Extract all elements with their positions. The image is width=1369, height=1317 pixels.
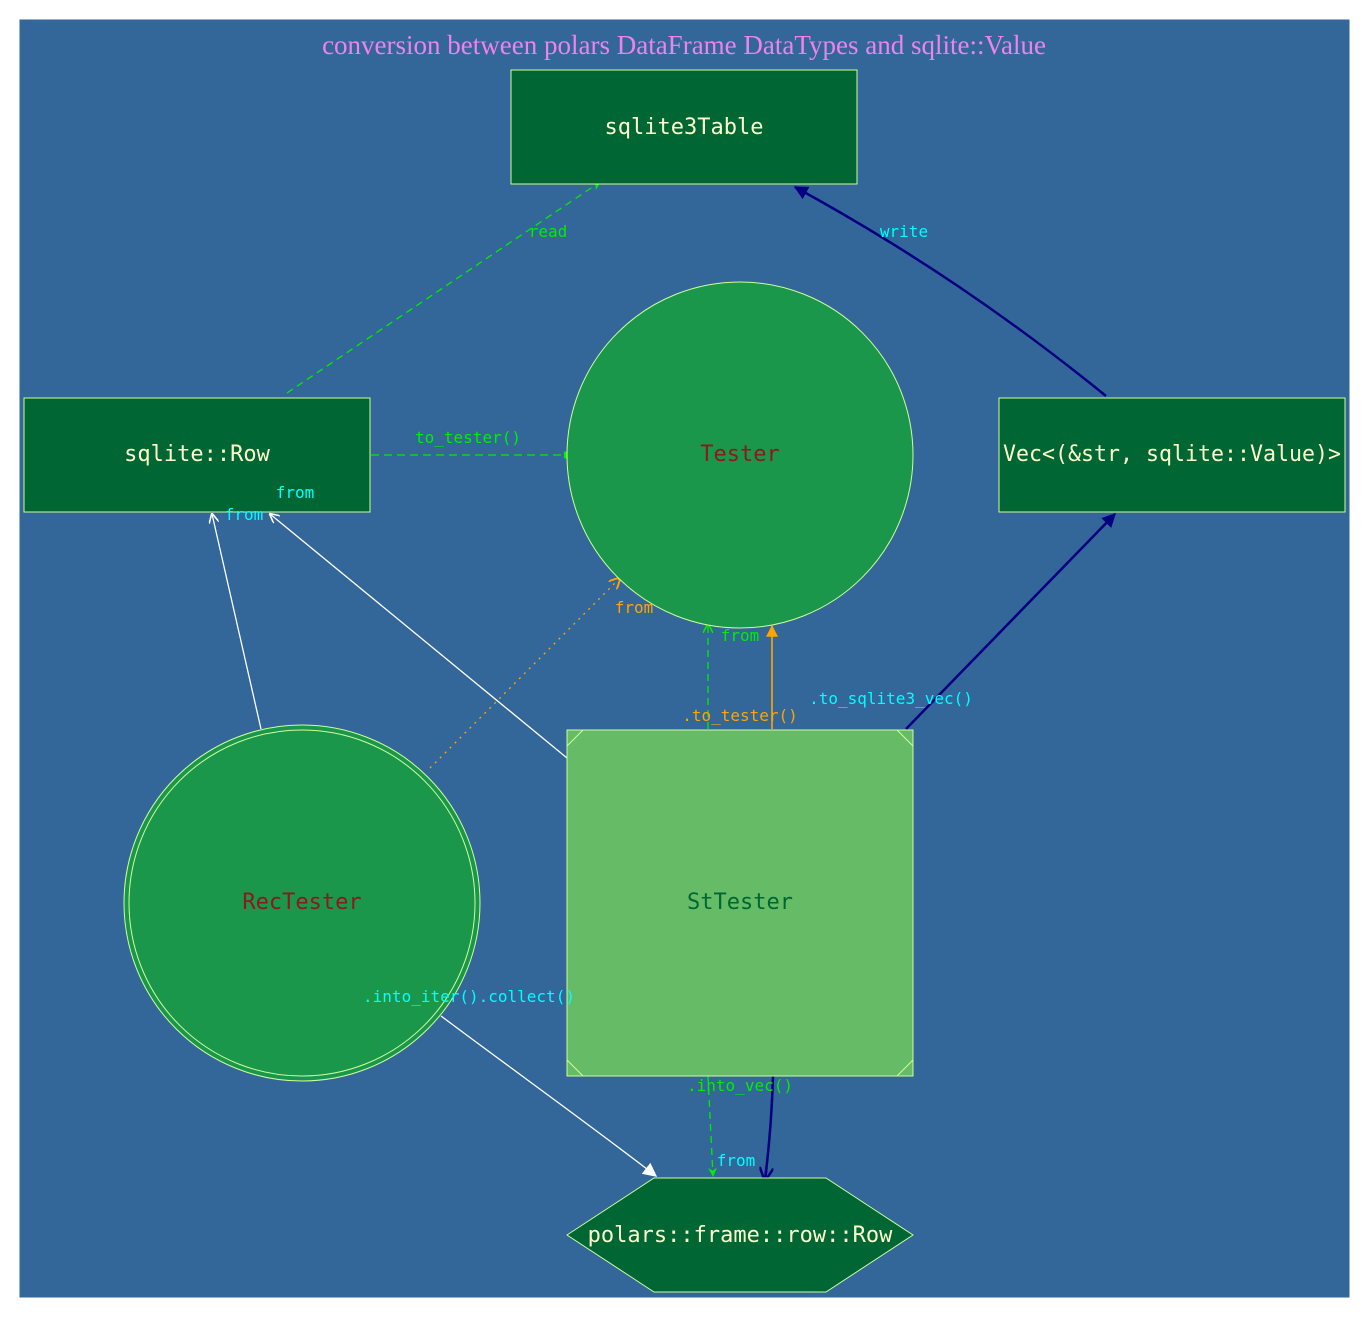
edge-label-read: read [529,222,568,241]
edge-label-from-tester-green: from [721,626,760,645]
edge-rectester-to-tester [429,578,620,769]
node-sttester-corner-marks [566,729,914,1077]
node-rectester[interactable]: RecTester [123,724,481,1082]
node-sqlite-row-label: sqlite::Row [124,442,270,467]
edge-sttester-to-row [270,514,568,759]
node-rectester-inner-circle [128,729,476,1077]
edge-sttester-to-polars-navy [765,1075,775,1180]
node-tester-circle [566,281,914,629]
node-rectester-label: RecTester [242,890,361,915]
edge-rectester-to-row [212,514,262,730]
node-vec-label: Vec<(&str, sqlite::Value)> [1003,442,1341,467]
edge-label-from-row-a: from [276,483,315,502]
node-polars-row-label: polars::frame::row::Row [588,1223,893,1248]
node-sqlite3table-label: sqlite3Table [605,115,764,140]
edge-label-to-tester-row: to_tester() [415,428,521,447]
edge-label-from-polars: from [717,1151,756,1170]
edge-label-write: write [880,222,928,241]
edge-read [286,181,601,394]
node-sttester[interactable]: StTester [566,729,914,1077]
node-tester[interactable]: Tester [566,281,914,629]
node-vec-box [998,397,1346,513]
edge-rectester-to-polars [440,1015,658,1177]
node-sqlite-row[interactable]: sqlite::Row [23,397,371,513]
edge-label-into-iter-collect: .into_iter().collect() [363,987,575,1006]
node-sqlite-row-box [23,397,371,513]
node-sqlite3table-box [510,69,858,185]
edge-write [793,185,1107,397]
edge-label-to-sqlite3-vec: .to_sqlite3_vec() [809,689,973,708]
edge-sttester-to-polars-green [707,1075,718,1177]
edge-sttester-to-vec [905,512,1116,730]
edge-label-to-tester-st: .to_tester() [682,706,798,725]
edge-label-from-tester-orange: from [615,598,654,617]
node-sttester-box [566,729,914,1077]
node-polars-row[interactable]: polars::frame::row::Row [566,1177,914,1293]
node-vec[interactable]: Vec<(&str, sqlite::Value)> [998,397,1346,513]
edge-label-into-vec: .into_vec() [687,1076,793,1095]
node-sqlite3table[interactable]: sqlite3Table [510,69,858,185]
node-tester-label: Tester [700,442,779,467]
edge-label-from-row-b: from [225,505,264,524]
node-sttester-label: StTester [687,890,793,915]
diagram-background [18,18,1351,1299]
diagram-title: conversion between polars DataFrame Data… [322,30,1046,60]
node-polars-row-hexagon [566,1177,914,1293]
